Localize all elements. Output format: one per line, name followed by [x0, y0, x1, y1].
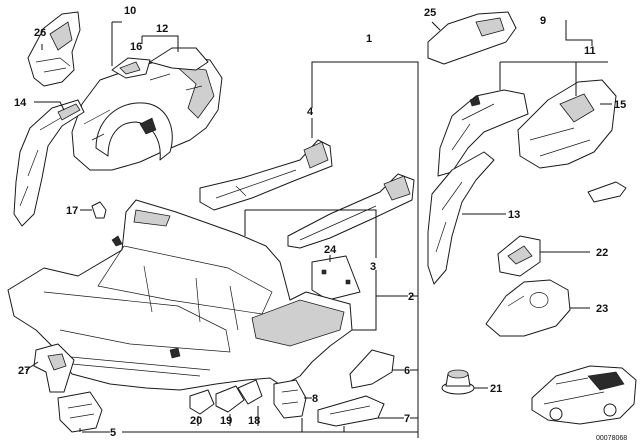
callout-26: 26: [34, 27, 46, 39]
callout-17: 17: [66, 205, 78, 217]
part-22-bracket: [497, 235, 541, 277]
part-17-clip: [91, 201, 107, 219]
callout-1: 1: [366, 33, 372, 45]
callout-23: 23: [596, 303, 608, 315]
part-25-bracket: [427, 11, 517, 65]
callout-15: 15: [614, 99, 626, 111]
callout-6: 6: [404, 365, 410, 377]
callout-19: 19: [220, 415, 232, 427]
part-10-wheel-arch-inner: [71, 55, 223, 171]
floor-pan-assembly: [7, 199, 353, 391]
leader-lines: [25, 20, 612, 438]
callout-18: 18: [248, 415, 260, 427]
part-23-tunnel: [485, 279, 571, 337]
part-21-grommet: [441, 369, 475, 395]
callout-labels: 1 2 3 4 5 6 7 8 9 10 11 12 13 14 15 16 1…: [14, 5, 626, 439]
callout-9: 9: [540, 15, 546, 27]
callout-5: 5: [110, 427, 116, 439]
callout-3: 3: [370, 261, 376, 273]
part-13-wheel-arch-strip: [427, 151, 495, 285]
callout-21: 21: [490, 383, 502, 395]
part-20-bracket: [189, 389, 215, 415]
callout-12: 12: [156, 23, 168, 35]
part-7-rail: [317, 395, 385, 427]
callout-14: 14: [14, 97, 27, 109]
callout-10: 10: [124, 5, 136, 17]
image-code: 00078068: [596, 435, 627, 442]
callout-7: 7: [404, 413, 410, 425]
part-5-member: [57, 391, 103, 433]
part-19-bracket: [215, 385, 245, 413]
car-thumbnail: [531, 365, 637, 425]
part-27-bracket: [33, 343, 75, 393]
callout-2: 2: [408, 291, 414, 303]
callout-13: 13: [508, 209, 520, 221]
part-24-plate: [311, 255, 361, 301]
part-26-bracket: [27, 11, 81, 87]
callout-11: 11: [584, 45, 596, 57]
part-4-cross-member: [199, 139, 333, 211]
part-8-support: [273, 379, 307, 419]
callout-27: 27: [18, 365, 30, 377]
part-14-wheel-arch-left: [13, 99, 85, 227]
callout-22: 22: [596, 247, 608, 259]
callout-8: 8: [312, 393, 318, 405]
part-6-rail: [349, 349, 395, 389]
callout-16: 16: [130, 41, 142, 53]
callout-25: 25: [424, 7, 436, 19]
part-18-bracket: [237, 379, 263, 405]
callout-20: 20: [190, 415, 202, 427]
part-16-small-bracket: [111, 57, 151, 79]
part-12-upper-panel: [149, 47, 209, 71]
part-11-wheel-arch-right: [437, 89, 529, 177]
callout-4: 4: [307, 106, 314, 118]
callout-24: 24: [324, 244, 337, 256]
part-15-quarter-inner: [517, 79, 627, 203]
part-3-cross-member: [287, 173, 415, 249]
